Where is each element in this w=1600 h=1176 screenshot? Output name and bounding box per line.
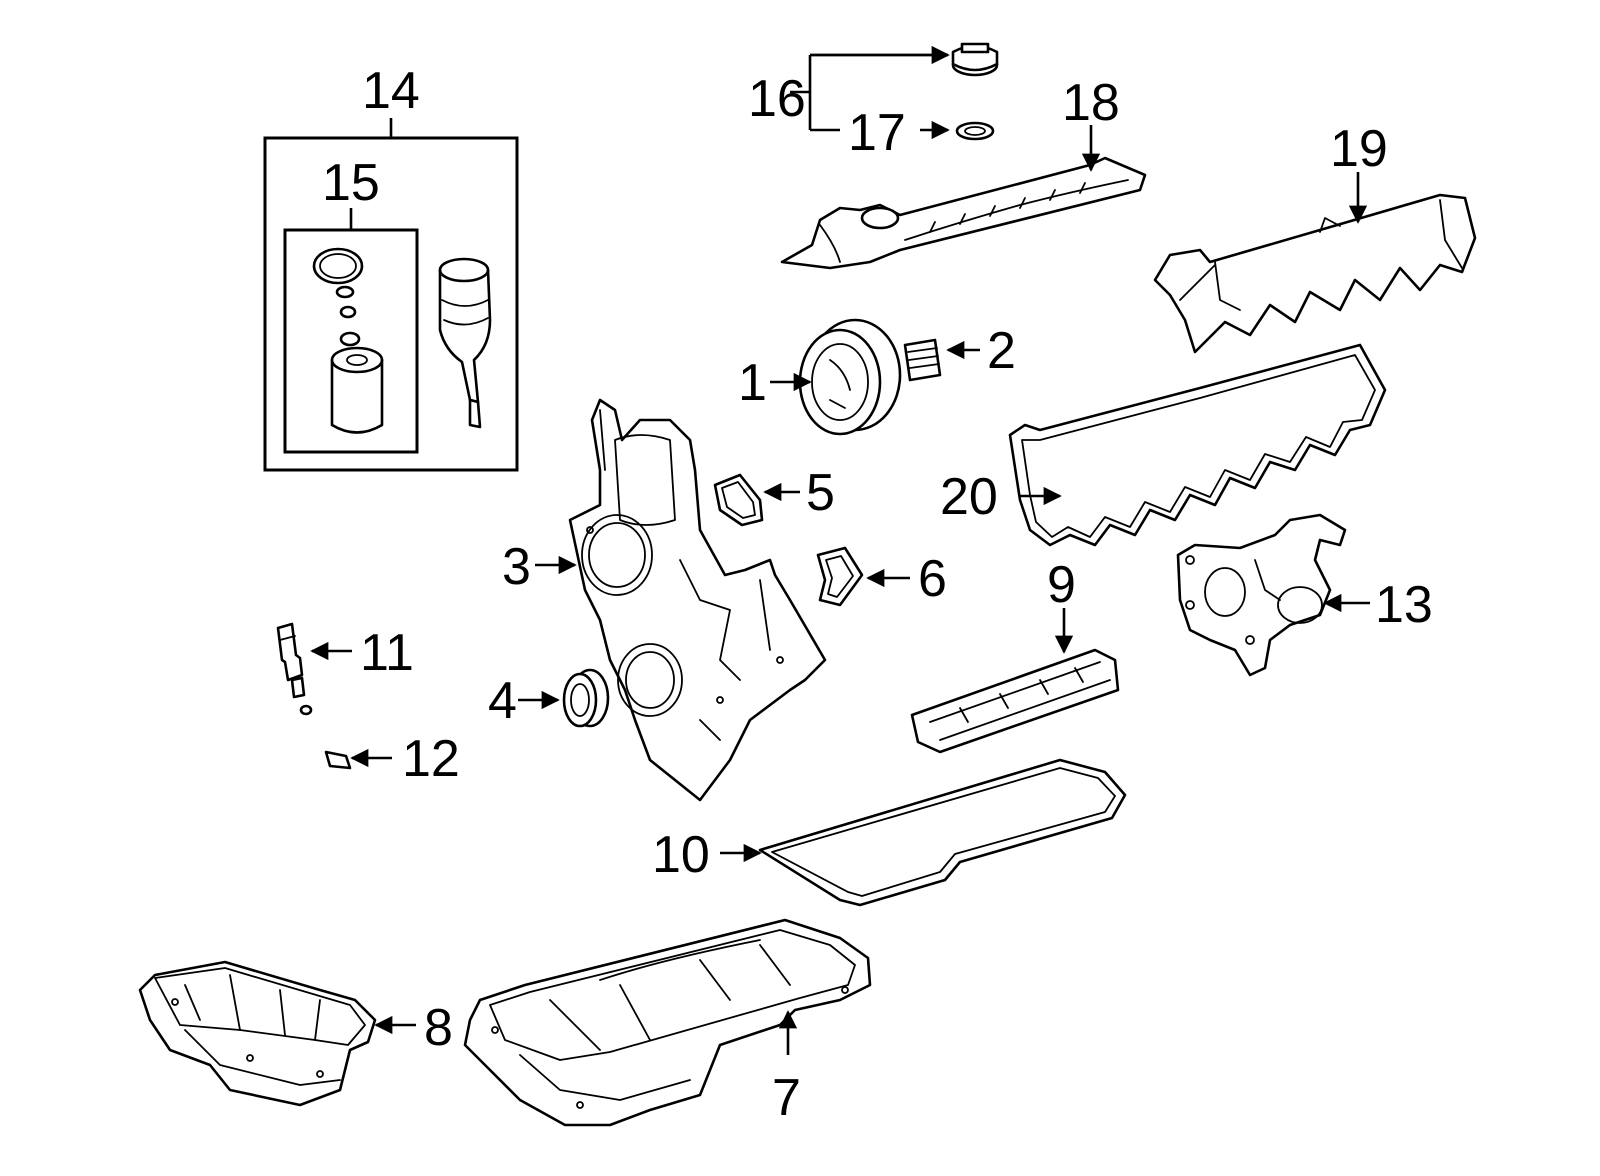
oil-filter-oring-2 xyxy=(339,305,357,319)
timing-cover-3 xyxy=(568,398,827,802)
callout-7: 7 xyxy=(772,1069,801,1127)
crankshaft-seal-4 xyxy=(562,668,610,728)
callout-14: 14 xyxy=(362,62,420,120)
callout-16: 16 xyxy=(748,70,806,128)
callout-17: 17 xyxy=(848,104,906,162)
callout-labels: 1 2 3 4 5 6 7 8 9 10 11 12 13 14 15 16 1… xyxy=(322,62,1433,1127)
upper-oil-pan-7 xyxy=(463,918,872,1127)
oil-filter-assembly-box xyxy=(263,118,519,472)
oil-pan-gasket-10 xyxy=(758,758,1127,907)
oil-filler-cap-group xyxy=(790,42,999,141)
oil-pan-baffle-9 xyxy=(910,648,1120,754)
callout-2: 2 xyxy=(987,322,1016,380)
timing-cover-gasket-6 xyxy=(816,546,864,607)
cylinder-head-cover-18 xyxy=(780,156,1147,270)
callout-15: 15 xyxy=(322,154,380,212)
oil-filter-oring-1 xyxy=(335,285,355,299)
callout-18: 18 xyxy=(1062,74,1120,132)
dipstick-tube-12 xyxy=(299,704,465,993)
callout-20: 20 xyxy=(940,468,998,526)
callout-9: 9 xyxy=(1047,556,1076,614)
pulley-bolt-2 xyxy=(903,338,942,382)
oil-filler-cap-seal xyxy=(955,121,995,141)
callout-19: 19 xyxy=(1330,120,1388,178)
callout-6: 6 xyxy=(918,550,947,608)
callout-13: 13 xyxy=(1375,576,1433,634)
callout-12: 12 xyxy=(402,730,460,788)
valve-cover-gasket-20 xyxy=(1008,343,1387,547)
oil-filter-oring-3 xyxy=(339,331,361,347)
callout-4: 4 xyxy=(488,672,517,730)
timing-cover-gasket-5 xyxy=(713,473,764,527)
callout-11: 11 xyxy=(360,624,414,682)
callout-8: 8 xyxy=(424,999,453,1057)
callout-1: 1 xyxy=(738,354,767,412)
oil-pump-13 xyxy=(1176,513,1347,677)
callout-10: 10 xyxy=(652,826,710,884)
oil-filter-housing-cap xyxy=(438,257,492,429)
cylinder-head-cover-19 xyxy=(1153,193,1477,354)
oil-filler-cap xyxy=(951,42,999,77)
callout-5: 5 xyxy=(806,464,835,522)
lower-oil-pan-8 xyxy=(138,960,377,1107)
oil-filter-element xyxy=(330,346,384,434)
crankshaft-pulley-1 xyxy=(798,318,902,436)
dipstick-handle-11 xyxy=(276,622,306,699)
callout-3: 3 xyxy=(502,538,531,596)
